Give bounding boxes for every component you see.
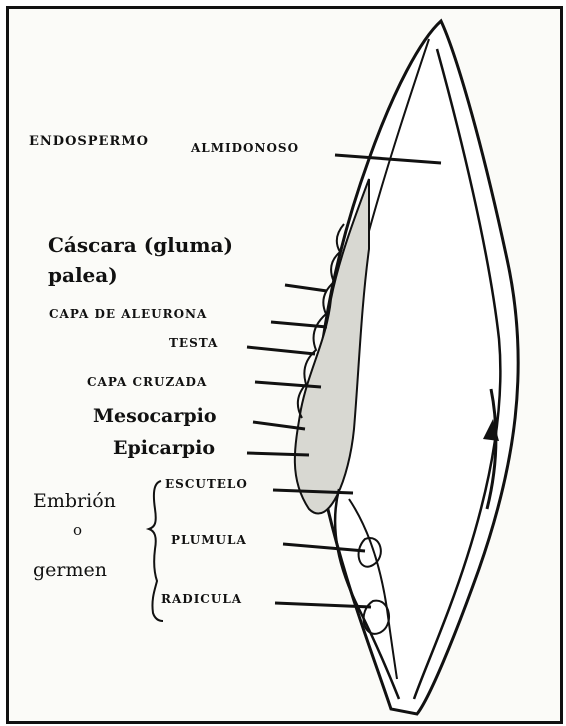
- label-cascara-line2: palea): [48, 265, 118, 285]
- leader-testa: [247, 347, 315, 354]
- label-germen: germen: [33, 561, 107, 580]
- label-radicula: RADICULA: [161, 593, 242, 605]
- label-plumula: PLUMULA: [171, 534, 247, 546]
- label-testa: TESTA: [169, 337, 218, 349]
- label-cascara-line1: Cáscara (gluma): [48, 235, 233, 255]
- grain-drawing: [9, 9, 560, 721]
- label-capa-cruzada: CAPA CRUZADA: [87, 376, 207, 388]
- label-mesocarpio: Mesocarpio: [93, 407, 217, 426]
- diagram-frame: ENDOSPERMO ALMIDONOSO Cáscara (gluma) pa…: [6, 6, 563, 724]
- leader-mesocarpio: [253, 422, 305, 429]
- label-epicarpio: Epicarpio: [113, 439, 215, 458]
- leader-cascara: [285, 285, 327, 291]
- label-almidonoso: ALMIDONOSO: [191, 142, 299, 154]
- leader-epicarpio: [247, 453, 309, 455]
- label-o: o: [73, 523, 82, 538]
- label-capa-aleurona: CAPA DE ALEURONA: [49, 308, 207, 320]
- label-endospermo: ENDOSPERMO: [29, 135, 149, 148]
- label-escutelo: ESCUTELO: [165, 478, 248, 490]
- label-embrion: Embrión: [33, 492, 116, 511]
